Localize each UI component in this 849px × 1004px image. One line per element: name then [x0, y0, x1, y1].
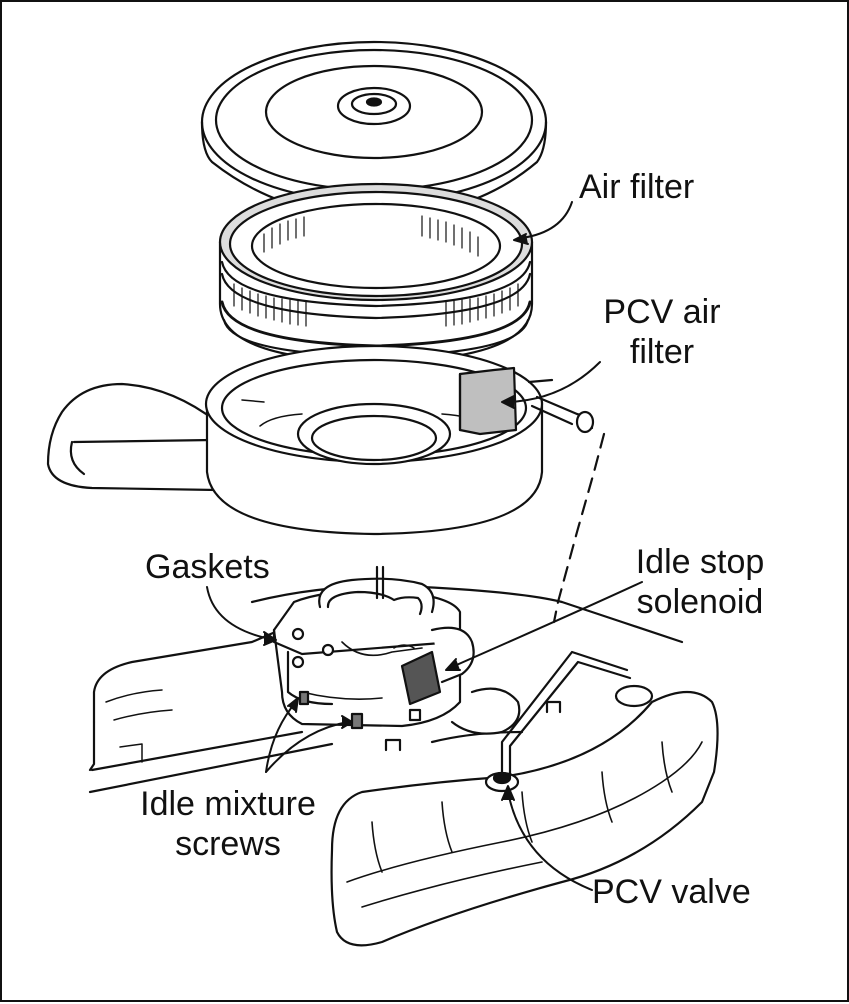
idle-mixture-arrow-right	[265, 721, 349, 773]
idle-stop-label-line1: Idle stop	[635, 543, 765, 581]
air-cleaner-base	[46, 344, 595, 536]
pcv-air-filter-arrow	[507, 361, 601, 403]
air-filter-arrow	[521, 201, 573, 239]
pcv-air-filter-label-line2: filter	[629, 333, 695, 371]
idle-mixture-screws-label: Idle mixture screws	[138, 784, 318, 864]
air-filter-label: Air filter	[579, 168, 695, 206]
idle-stop-solenoid-arrow	[451, 581, 643, 668]
carburetor	[272, 565, 521, 735]
pcv-air-filter-label: PCV air filter	[602, 292, 722, 372]
engine-manifold	[88, 584, 719, 947]
pcv-valve-label: PCV valve	[592, 873, 751, 911]
idle-mixture-label-line2: screws	[175, 825, 281, 863]
idle-mixture-label-line1: Idle mixture	[140, 785, 316, 823]
pcv-air-filter-label-line1: PCV air	[603, 293, 721, 331]
leader-arrows	[206, 201, 643, 891]
pcv-valve-arrow	[507, 791, 593, 891]
gaskets-label: Gaskets	[145, 548, 270, 586]
idle-stop-label-line2: solenoid	[636, 583, 764, 621]
gaskets-arrow	[206, 586, 271, 640]
air-filter-element	[218, 182, 534, 364]
pcv-hose-dashed-line	[552, 432, 606, 624]
idle-stop-solenoid-label: Idle stop solenoid	[630, 542, 770, 622]
